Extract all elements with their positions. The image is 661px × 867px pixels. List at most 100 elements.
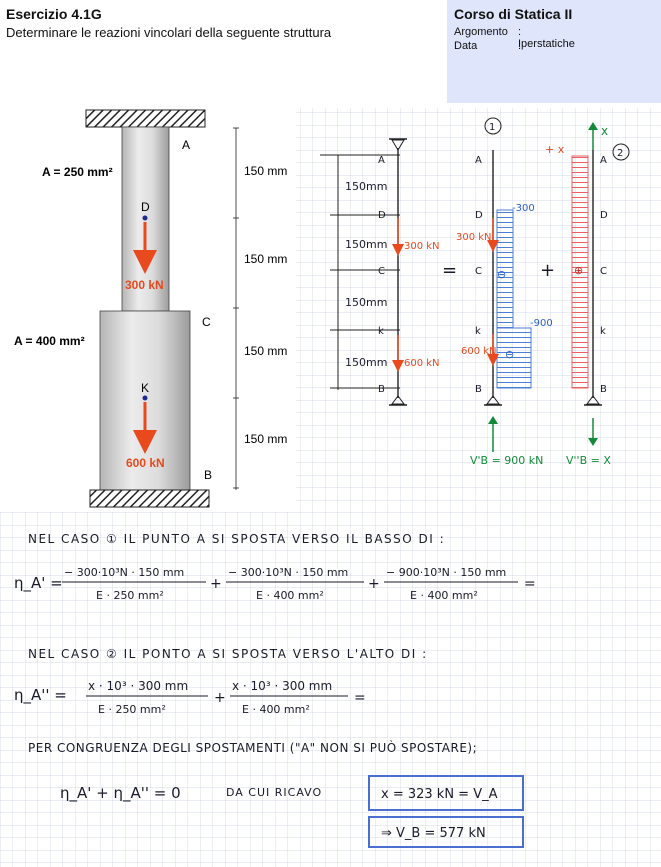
argomento-row: Argomento : Iperstatiche: [454, 26, 575, 50]
right-pt-k: k: [600, 326, 606, 337]
eq1-end: =: [524, 576, 536, 592]
right-pt-b: B: [600, 384, 607, 395]
case-1-label: 1: [489, 122, 495, 133]
eq3-mid: DA CUI RICAVO: [226, 786, 322, 799]
argomento-label: Argomento: [454, 26, 508, 38]
sketch-pt-k: k: [378, 326, 384, 337]
dim-label-4: 150 mm: [244, 432, 287, 446]
case-1-circle: [484, 117, 502, 135]
mid-pt-a: A: [475, 155, 482, 166]
course-box: Corso di Statica II Argomento : Iperstat…: [447, 0, 661, 103]
right-pt-a: A: [600, 155, 607, 166]
hand-sketch: 150mm 150mm 150mm 150mm A D C k B 300 kN…: [320, 117, 630, 467]
eq1-t3-num: − 900·10³N · 150 mm: [386, 566, 506, 579]
point-d-dot: [142, 215, 148, 221]
eq2-t2-den: E · 400 mm²: [242, 703, 310, 716]
eq1-t1-den: E · 250 mm²: [96, 589, 164, 602]
result-2: ⇒ V_B = 577 kN: [381, 826, 486, 841]
reaction-arrow-2-head: [588, 438, 598, 446]
reaction-arrow-1-head: [488, 416, 498, 424]
eq1-plus-2: +: [368, 576, 380, 592]
eq1-lhs: η_A' =: [14, 574, 63, 593]
exercise-title: Esercizio 4.1G: [6, 6, 102, 22]
result-box-2: [368, 816, 524, 848]
data-value: :: [518, 40, 522, 52]
note-line-1: NEL CASO ① IL PUNTO A SI SPOSTA VERSO IL…: [28, 532, 445, 546]
eq2-lhs: η_A'' =: [14, 686, 67, 705]
eq1-t2-den: E · 400 mm²: [256, 589, 324, 602]
right-pt-c: C: [600, 266, 607, 277]
sketch-dim-ticks: [320, 154, 400, 389]
eq2-t1-num: x · 10³ · 300 mm: [88, 679, 188, 693]
handwritten-notes: NEL CASO ① IL PUNTO A SI SPOSTA VERSO IL…: [14, 532, 536, 848]
case-2-label: 2: [617, 148, 623, 159]
exercise-subtitle: Determinare le reazioni vincolari della …: [6, 25, 332, 40]
eq3: η_A' + η_A'' = 0: [60, 784, 181, 803]
dim-label-3: 150 mm: [244, 344, 287, 358]
n-bottom-label: -900: [530, 318, 553, 329]
eq2-t1-den: E · 250 mm²: [98, 703, 166, 716]
dim-label-2: 150 mm: [244, 252, 287, 266]
mid-load-label-2: 600 kN: [461, 346, 497, 357]
eq1-t1-num: − 300·10³N · 150 mm: [64, 566, 184, 579]
sketch-pt-d: D: [378, 210, 386, 221]
reaction-label-1: V'B = 900 kN: [470, 454, 543, 467]
load-top-label: 300 kN: [125, 278, 164, 292]
right-pt-d: D: [600, 210, 608, 221]
result-box-1: [368, 775, 524, 811]
bottom-support: [89, 489, 210, 508]
sketch-dim-3: 150mm: [345, 296, 387, 309]
argomento-value: : Iperstatiche: [518, 26, 575, 50]
eq2-plus: +: [214, 690, 226, 706]
load-bottom-label: 600 kN: [126, 456, 165, 470]
course-title: Corso di Statica II: [454, 6, 573, 22]
eq1-t3-den: E · 400 mm²: [410, 589, 478, 602]
mid-pt-k: k: [475, 326, 481, 337]
data-label: Data: [454, 40, 478, 52]
result-1: x = 323 kN = V_A: [381, 787, 498, 802]
area-bottom-label: A = 400 mm²: [14, 334, 85, 348]
sketch-load-label-2: 600 kN: [404, 358, 440, 369]
sign-right: ⊕: [574, 264, 583, 277]
sketch-plus: +: [540, 260, 555, 281]
top-support: [85, 109, 206, 128]
label-d: D: [141, 200, 150, 214]
sketch-equals: =: [442, 260, 457, 281]
label-a: A: [182, 138, 190, 152]
label-k: K: [141, 381, 149, 395]
label-b: B: [204, 468, 212, 482]
structure-figure: A = 250 mm² A = 400 mm² A D C K B 300 kN…: [14, 109, 287, 508]
mid-pt-b: B: [475, 384, 482, 395]
eq2-end: =: [354, 690, 366, 706]
grid-paper-top: [296, 108, 661, 512]
sketch-pt-c: C: [378, 266, 385, 277]
mid-pt-d: D: [475, 210, 483, 221]
header: Esercizio 4.1G Determinare le reazioni v…: [6, 6, 331, 40]
sign-mid-lower: ⊖: [505, 348, 514, 361]
sketch-dim-4: 150mm: [345, 356, 387, 369]
area-top-label: A = 250 mm²: [42, 165, 113, 179]
data-row: Data :: [454, 40, 521, 52]
sign-mid-upper: ⊖: [497, 268, 506, 281]
n-diagram-right: [571, 155, 589, 389]
sketch-load-label-1: 300 kN: [404, 241, 440, 252]
mid-pt-c: C: [475, 266, 482, 277]
note-line-2: NEL CASO ② IL PONTO A SI SPOSTA VERSO L'…: [28, 647, 428, 661]
eq1-t2-num: − 300·10³N · 150 mm: [228, 566, 348, 579]
grid-paper-bottom: [0, 512, 661, 867]
right-bottom-hinge: [586, 395, 600, 405]
label-c: C: [202, 315, 211, 329]
sketch-dim-1: 150mm: [345, 180, 387, 193]
eq2-t2-num: x · 10³ · 300 mm: [232, 679, 332, 693]
sketch-dim-2: 150mm: [345, 238, 387, 251]
reaction-label-2: V''B = X: [566, 454, 611, 467]
mid-bottom-hinge: [486, 395, 500, 405]
sketch-pt-a: A: [378, 155, 385, 166]
case-2-circle: [612, 143, 630, 161]
x-arrow-top-head: [588, 122, 598, 130]
sketch-top-hinge: [391, 139, 405, 151]
n-top-label: -300: [512, 203, 535, 214]
x-top-label: x: [601, 124, 608, 138]
plus-x-label: + x: [545, 143, 565, 156]
